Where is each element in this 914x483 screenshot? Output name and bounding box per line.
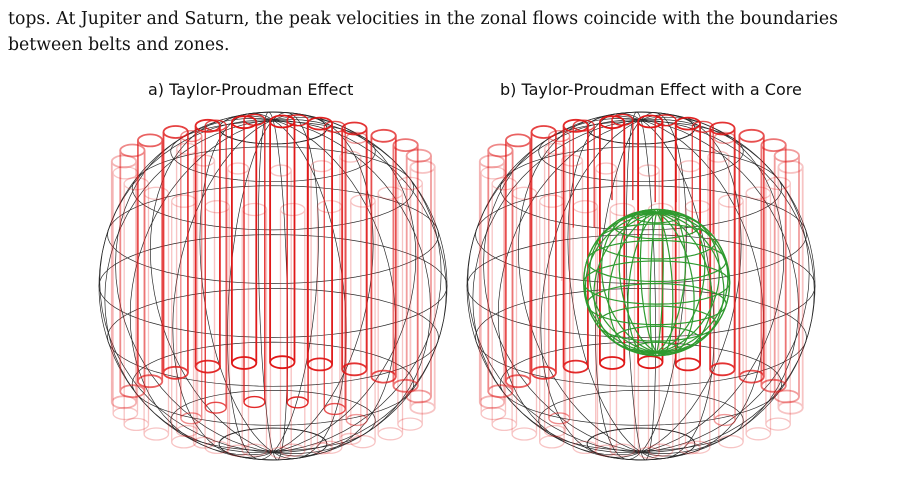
taylor-column-inner [180, 130, 203, 425]
taylor-column-inner [226, 162, 250, 457]
taylor-column [511, 186, 538, 441]
taylor-column-inner [543, 142, 567, 438]
taylor-column [409, 160, 436, 415]
taylor-column-inner [654, 114, 677, 203]
taylor-column-inner [286, 114, 309, 409]
taylor-column [279, 202, 306, 457]
taylor-column [478, 154, 506, 410]
taylor-column [377, 186, 404, 441]
taylor-column [171, 194, 197, 449]
taylor-column-inner [611, 113, 634, 201]
taylor-proudman-sphere-b-with-core [466, 111, 816, 461]
taylor-column-inner [310, 160, 333, 455]
taylor-column [241, 202, 268, 457]
taylor-column-inner [713, 131, 736, 427]
taylor-column-inner [345, 131, 368, 427]
taylor-column [487, 143, 514, 399]
paragraph-line-2: between belts and zones. [8, 35, 230, 55]
taylor-column [341, 121, 368, 377]
paragraph-line-1: tops. At Jupiter and Saturn, the peak ve… [8, 9, 838, 29]
taylor-column-inner [204, 119, 227, 414]
taylor-column [745, 186, 772, 441]
taylor-column [773, 148, 800, 404]
taylor-column-inner [323, 120, 346, 416]
taylor-column-inner [175, 142, 199, 438]
taylor-column [123, 177, 150, 432]
taylor-column [765, 176, 791, 431]
taylor-column [143, 186, 170, 441]
taylor-column-inner [243, 113, 266, 409]
taylor-column [562, 118, 589, 374]
sphere-mesh [98, 111, 448, 461]
taylor-column [405, 148, 432, 404]
taylor-columns [110, 113, 436, 459]
taylor-column [162, 125, 189, 380]
taylor-column [777, 160, 804, 415]
taylor-column [539, 194, 565, 449]
taylor-column-inner [572, 119, 595, 228]
taylor-column [269, 114, 296, 370]
taylor-column [504, 133, 532, 389]
taylor-column [350, 194, 376, 449]
taylor-proudman-sphere-a [98, 111, 448, 461]
taylor-column [738, 128, 765, 384]
taylor-column-inner [192, 154, 216, 449]
taylor-column [370, 128, 397, 384]
taylor-column [491, 177, 518, 432]
taylor-column-inner [560, 154, 584, 281]
figure-a-caption: a) Taylor-Proudman Effect [148, 80, 354, 99]
taylor-column-inner [269, 164, 292, 459]
taylor-column [136, 133, 164, 389]
figure-b-caption: b) Taylor-Proudman Effect with a Core [500, 80, 802, 99]
body-paragraph: tops. At Jupiter and Saturn, the peak ve… [8, 6, 904, 58]
core-mesh [582, 208, 731, 357]
taylor-column [392, 138, 419, 393]
taylor-column-inner [339, 150, 362, 446]
taylor-column-inner [548, 130, 571, 425]
taylor-column [119, 143, 146, 399]
taylor-column [194, 118, 221, 374]
taylor-column-inner [691, 120, 714, 235]
taylor-column [760, 138, 787, 393]
taylor-column [609, 202, 636, 457]
taylor-column [397, 176, 423, 431]
taylor-column [530, 125, 557, 380]
